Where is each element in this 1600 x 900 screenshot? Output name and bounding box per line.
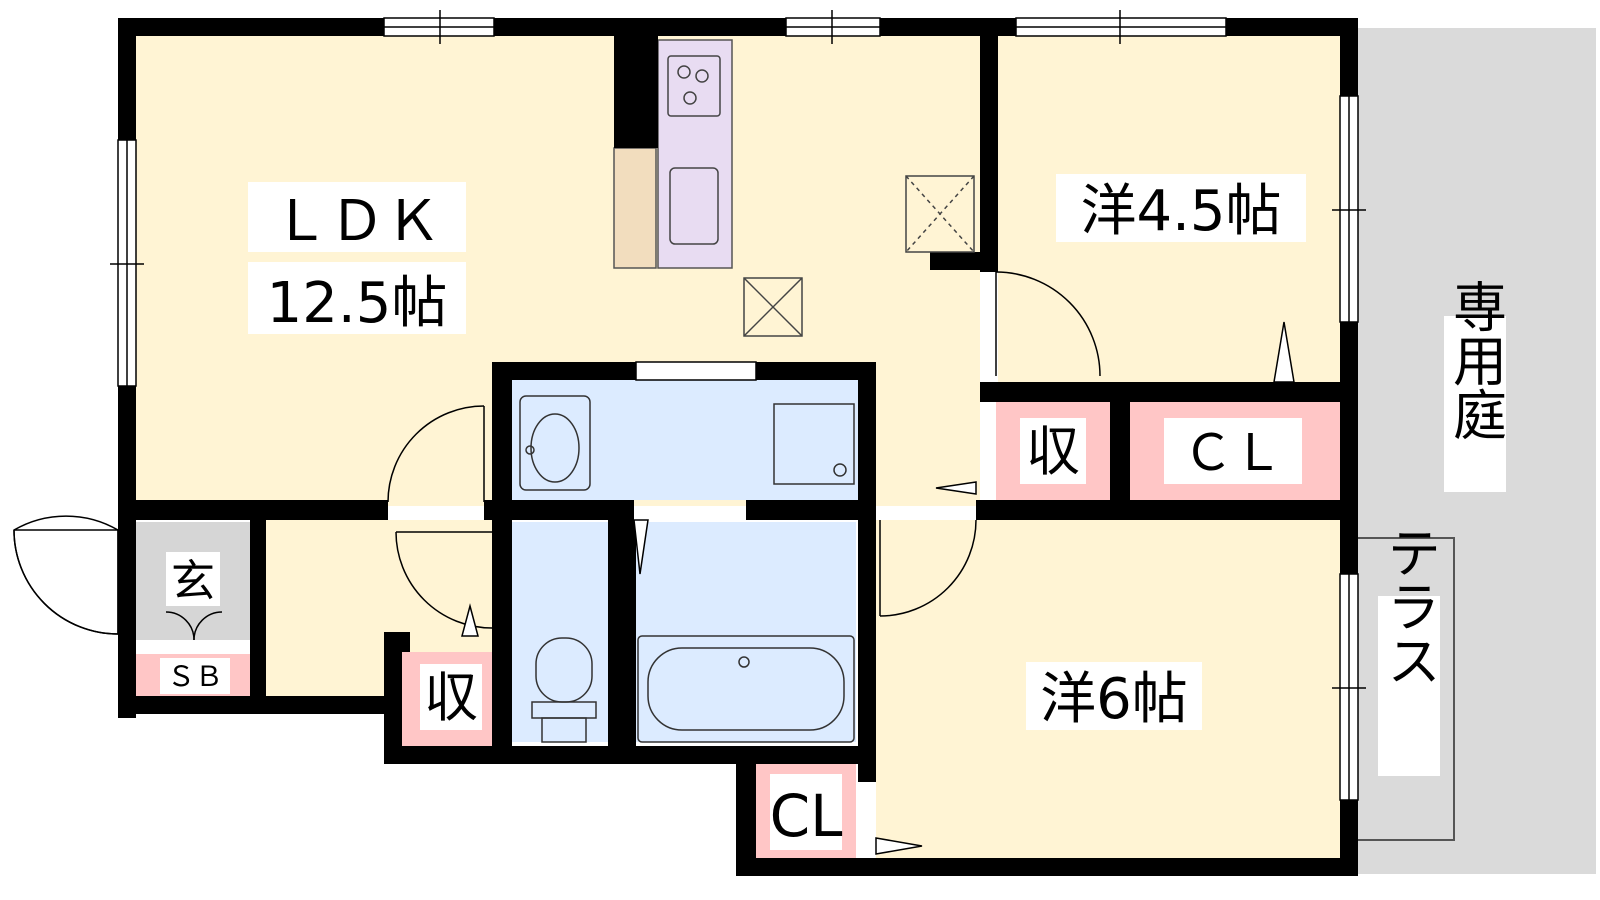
ldk-size-label-bg xyxy=(248,262,466,334)
western-room-b-label: 洋6帖 xyxy=(1040,667,1188,732)
sink-icon xyxy=(669,167,719,245)
storage-b-label-bg xyxy=(420,664,482,730)
windows xyxy=(110,10,1366,801)
washroom-floor xyxy=(510,380,858,500)
doors xyxy=(13,271,1101,641)
closet-b-label-bg xyxy=(770,774,842,850)
shoe-box-label-bg xyxy=(160,658,230,694)
burner-icon xyxy=(695,69,709,83)
ldk-label-bg xyxy=(248,182,466,252)
closet-a-label-bg xyxy=(1164,418,1302,484)
storage-a-label-bg xyxy=(1020,418,1086,484)
kitchen-counter xyxy=(613,147,657,269)
door-marks xyxy=(461,321,1295,855)
burner-icon xyxy=(683,91,697,105)
toilet-floor xyxy=(512,522,608,742)
kitchen-unit xyxy=(657,39,733,269)
western-a-label-bg xyxy=(1056,174,1306,242)
entrance-label-bg xyxy=(166,552,220,606)
ceiling-marks xyxy=(743,175,975,337)
ldk-size-label: 12.5帖 xyxy=(267,271,448,336)
western-room-a-label: 洋4.5帖 xyxy=(1080,179,1281,244)
terrace-label: テラス xyxy=(1378,525,1441,687)
terrace-label-bg xyxy=(1378,596,1440,776)
burner-icon xyxy=(677,65,691,79)
closet-b-label: CL xyxy=(770,782,843,850)
ldk-label: ＬＤＫ xyxy=(273,189,441,254)
garden-label-bg xyxy=(1444,316,1506,492)
private-garden-label: 専用庭 xyxy=(1444,279,1507,441)
storage-a-label: 収 xyxy=(1026,420,1080,483)
shoe-box-label: ＳＢ xyxy=(167,660,223,693)
fixtures xyxy=(519,395,855,743)
closet-a-label: ＣＬ xyxy=(1183,424,1283,482)
western-b-label-bg xyxy=(1026,662,1202,730)
stove-outline xyxy=(667,55,721,117)
bathroom-floor xyxy=(636,522,856,742)
entrance-label: 玄 xyxy=(171,556,215,607)
storage-b-label: 収 xyxy=(424,666,478,729)
